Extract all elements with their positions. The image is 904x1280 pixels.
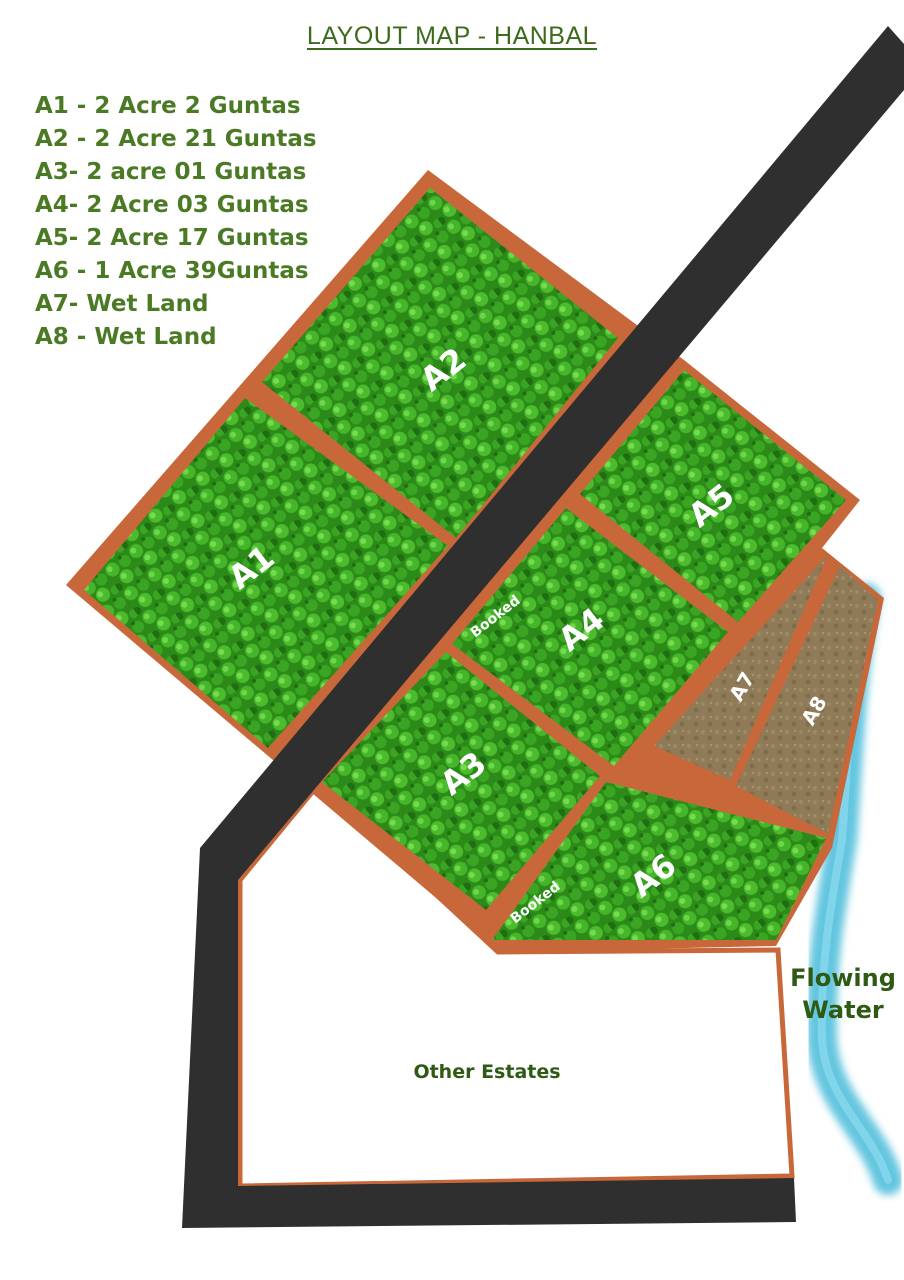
legend-item-a8: A8 - Wet Land: [35, 324, 217, 350]
plot-a8: [736, 566, 878, 834]
plot-a3: [322, 652, 600, 910]
legend-item-a5: A5- 2 Acre 17 Guntas: [35, 225, 309, 251]
legend-item-a4: A4- 2 Acre 03 Guntas: [35, 192, 309, 218]
plot-a7: [654, 554, 828, 780]
legend-item-a1: A1 - 2 Acre 2 Guntas: [35, 93, 301, 119]
road: [182, 26, 904, 1228]
legend-item-a3: A3- 2 acre 01 Guntas: [35, 159, 307, 185]
plot-a1: [84, 398, 448, 748]
plot-legend: A1 - 2 Acre 2 Guntas A2 - 2 Acre 21 Gunt…: [35, 90, 317, 354]
plot-a2: [262, 188, 618, 538]
plot-a6: [492, 782, 826, 940]
plot-a4: [452, 508, 728, 766]
legend-item-a6: A6 - 1 Acre 39Guntas: [35, 258, 309, 284]
map-title: LAYOUT MAP - HANBAL: [306, 22, 598, 50]
plot-a5: [580, 370, 846, 622]
other-estates-label: Other Estates: [413, 1061, 560, 1083]
flowing-water-label-line1: Flowing: [790, 964, 896, 992]
flowing-water-label-line2: Water: [802, 996, 884, 1024]
legend-item-a2: A2 - 2 Acre 21 Guntas: [35, 126, 317, 152]
legend-item-a7: A7- Wet Land: [35, 291, 209, 317]
